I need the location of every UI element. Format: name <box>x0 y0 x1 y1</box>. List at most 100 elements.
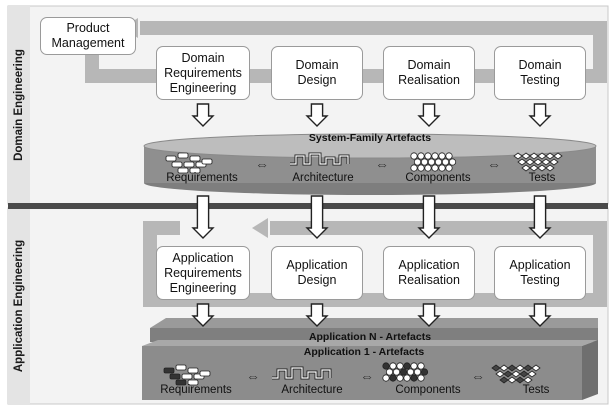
application-testing-box: Application Testing <box>494 246 586 300</box>
domain-requirements-icon-block-4 <box>183 161 195 168</box>
domain-engineering-label-strip <box>8 6 30 204</box>
domain-tests-icon-diamond-4 <box>545 152 555 160</box>
application-exchange-3: ⇔ <box>471 368 485 384</box>
application-tests-icon-diamond-11 <box>499 376 509 384</box>
domain-requirements-icon-block-7 <box>189 167 201 174</box>
application-components-icon-cell-13 <box>389 374 397 382</box>
application-artefact-components: Components <box>395 384 461 396</box>
application-components-icon-cell-9 <box>406 368 415 376</box>
application-components-icon-cell-16 <box>410 374 418 382</box>
application-tests-icon-diamond-8 <box>511 370 521 378</box>
domain-tests-icon-diamond-14 <box>545 164 555 172</box>
domain-components-icon-cell-6 <box>413 158 422 166</box>
application-1-slab-side <box>582 340 598 400</box>
system-family-artefacts-title: System-Family Artefacts <box>308 132 432 144</box>
domain-components-icon-cell-12 <box>410 164 418 172</box>
application-tests-icon-diamond-4 <box>523 364 533 372</box>
application-design-box: Application Design <box>271 246 363 300</box>
domain-artefact-requirements: Requirements <box>166 172 238 184</box>
application-tests-icon-diamond-5 <box>531 364 541 372</box>
domain-requirements-icon-block-8 <box>201 158 213 165</box>
application-components-icon-cell-8 <box>399 368 408 376</box>
application-requirements-icon-block-7 <box>187 379 199 386</box>
domain-design-to-artefacts-arrow <box>305 103 329 127</box>
application-components-icon-cell-12 <box>382 374 390 382</box>
application-requirements-icon-block-6 <box>175 379 187 386</box>
domain-tests-icon-diamond-13 <box>537 164 547 172</box>
application-loop-arrowhead <box>252 218 268 238</box>
application-tests-icon-diamond-12 <box>507 376 517 384</box>
domain-components-icon-cell-5 <box>445 152 453 160</box>
domain-tests-icon-diamond-7 <box>525 158 535 166</box>
domain-requirements-icon-block-3 <box>171 161 183 168</box>
domain-artefact-shelf-top <box>143 133 597 159</box>
domain-engineering-label: Domain Engineering <box>13 49 25 161</box>
domain-artefact-components: Components <box>405 172 471 184</box>
domain-requirements-to-artefacts-arrow <box>191 103 215 127</box>
application-1-slab-top <box>142 340 598 346</box>
domain-tests-icon-diamond-2 <box>529 152 539 160</box>
domain-requirements-icon-block-2 <box>189 155 201 162</box>
domain-architecture-icon-inner <box>290 153 349 165</box>
application-requirements-icon-block-1 <box>175 364 187 371</box>
domain-tests-icon-diamond-0 <box>513 152 523 160</box>
domain-components-icon-cell-2 <box>424 152 432 160</box>
engineering-divider <box>8 203 608 209</box>
application-exchange-1: ⇔ <box>246 368 260 384</box>
domain-components-icon-cell-17 <box>445 164 453 172</box>
domain-components-icon-cell-14 <box>424 164 432 172</box>
application-components-icon-cell-5 <box>417 362 425 370</box>
application-components-icon-cell-6 <box>385 368 394 376</box>
domain-tests-icon-diamond-8 <box>533 158 543 166</box>
process-arrows <box>191 103 552 327</box>
domain-exchange-3: ⇔ <box>487 156 501 172</box>
domain-requirements-engineering-box: Domain Requirements Engineering <box>156 46 250 100</box>
domain-exchange-2: ⇔ <box>375 156 389 172</box>
domain-tests-icon-diamond-11 <box>521 164 531 172</box>
application-requirements-icon-block-2 <box>187 367 199 374</box>
application-tests-icon-diamond-2 <box>507 364 517 372</box>
artefacts-to-application-requirements-arrow <box>191 195 215 239</box>
application-tests-icon-diamond-9 <box>519 370 529 378</box>
domain-components-icon-cell-0 <box>410 152 418 160</box>
application-loop-left <box>143 221 180 300</box>
domain-artefact-tests: Tests <box>528 172 556 184</box>
domain-components-icon-cell-1 <box>417 152 425 160</box>
domain-components-icon-cell-16 <box>438 164 446 172</box>
application-requirements-icon-block-8 <box>199 370 211 377</box>
application-1-artefacts-title: Application 1 - Artefacts <box>303 346 425 358</box>
domain-tests-icon-diamond-9 <box>541 158 551 166</box>
application-artefact-requirements: Requirements <box>160 384 232 396</box>
application-requirements-engineering-box: Application Requirements Engineering <box>156 246 250 300</box>
domain-components-icon-cell-7 <box>420 158 429 166</box>
application-requirements-to-artefacts-arrow <box>191 303 215 327</box>
application-components-icon-cell-17 <box>417 374 425 382</box>
application-exchange-2: ⇔ <box>360 368 374 384</box>
application-components-icon-cell-10 <box>413 368 422 376</box>
artefact-icons <box>163 152 563 386</box>
domain-components-icon-cell-15 <box>431 164 439 172</box>
domain-feedback-loop <box>85 21 607 83</box>
domain-testing-to-artefacts-arrow <box>528 103 552 127</box>
application-tests-icon-diamond-1 <box>499 364 509 372</box>
domain-tests-icon-diamond-3 <box>537 152 547 160</box>
application-n-slab-top <box>150 318 598 328</box>
application-tests-icon-diamond-10 <box>527 370 537 378</box>
application-components-icon-cell-4 <box>410 362 418 370</box>
application-realisation-box: Application Realisation <box>383 246 475 300</box>
application-tests-icon-diamond-7 <box>503 370 513 378</box>
application-tests-icon-diamond-13 <box>515 376 525 384</box>
application-components-icon-cell-7 <box>392 368 401 376</box>
domain-components-icon-cell-10 <box>441 158 450 166</box>
application-components-icon-cell-11 <box>420 368 429 376</box>
application-requirements-icon-block-0 <box>163 367 175 374</box>
domain-components-icon-cell-11 <box>448 158 457 166</box>
application-testing-to-artefacts-arrow <box>528 303 552 327</box>
application-n-slab <box>150 328 598 342</box>
domain-design-box: Domain Design <box>271 46 363 100</box>
domain-tests-icon-diamond-5 <box>553 152 563 160</box>
application-tests-icon-diamond-14 <box>523 376 533 384</box>
application-artefact-tests: Tests <box>522 384 550 396</box>
